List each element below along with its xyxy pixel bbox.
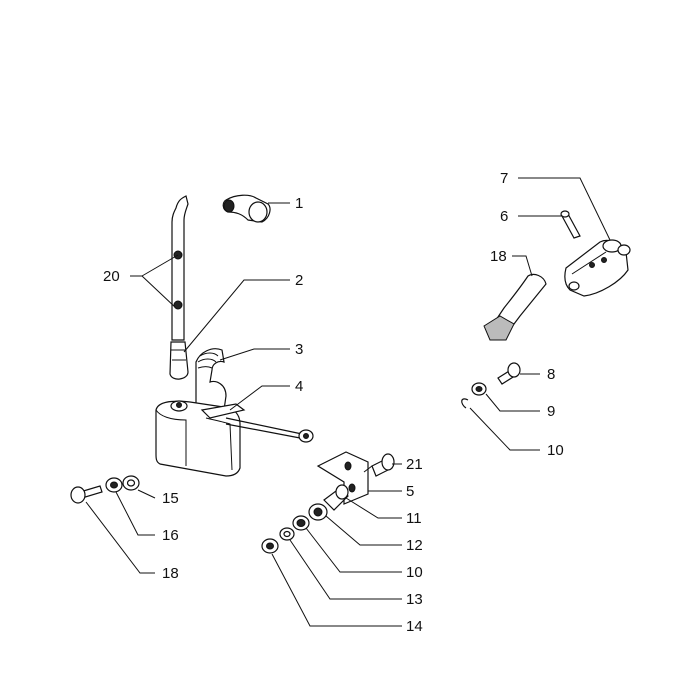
callout-13: 13 bbox=[406, 591, 423, 608]
part-1-plug-boot bbox=[222, 194, 271, 223]
leader-lines bbox=[85, 177, 611, 627]
callout-11: 11 bbox=[406, 510, 422, 527]
callout-15: 15 bbox=[162, 490, 179, 507]
part-4-ignition-coil bbox=[155, 400, 314, 477]
callout-16: 16 bbox=[162, 527, 179, 544]
callout-14: 14 bbox=[406, 618, 423, 635]
callout-4: 4 bbox=[295, 378, 303, 395]
callout-21: 21 bbox=[406, 456, 423, 473]
callout-2: 2 bbox=[295, 272, 303, 289]
part-18-boot-right bbox=[483, 273, 547, 341]
part-9-washer bbox=[471, 382, 487, 396]
part-6-screw bbox=[560, 210, 581, 239]
part-18-screw-left bbox=[70, 485, 103, 504]
callout-18-left: 18 bbox=[162, 565, 179, 582]
part-5-bracket bbox=[316, 451, 369, 505]
callout-3: 3 bbox=[295, 341, 303, 358]
part-8-screw bbox=[497, 362, 521, 385]
callout-10-upper: 10 bbox=[547, 442, 564, 459]
callout-6: 6 bbox=[500, 208, 508, 225]
callout-8: 8 bbox=[547, 366, 555, 383]
part-21-screw bbox=[363, 453, 395, 477]
part-10-clip bbox=[461, 398, 469, 409]
part-15-washer bbox=[122, 475, 140, 491]
part-20-ignition-lead bbox=[169, 195, 189, 380]
part-10-washer bbox=[292, 515, 310, 531]
part-14-nut bbox=[261, 538, 279, 554]
callout-7: 7 bbox=[500, 170, 508, 187]
part-13-washer bbox=[279, 527, 295, 541]
callout-20: 20 bbox=[103, 268, 120, 285]
callout-labels: 1 2 3 4 20 21 5 11 12 10 13 14 15 16 18 … bbox=[103, 170, 564, 635]
callout-12: 12 bbox=[406, 537, 423, 554]
part-12-washer bbox=[308, 503, 328, 521]
part-11-spacer bbox=[323, 484, 349, 511]
callout-9: 9 bbox=[547, 403, 555, 420]
callout-10-lower: 10 bbox=[406, 564, 423, 581]
part-3-connector-cover bbox=[195, 348, 227, 413]
part-7-cover bbox=[564, 239, 631, 297]
callout-5: 5 bbox=[406, 483, 414, 500]
callout-1: 1 bbox=[295, 195, 303, 212]
part-16-washer bbox=[105, 477, 123, 493]
callout-18-right: 18 bbox=[490, 248, 507, 265]
